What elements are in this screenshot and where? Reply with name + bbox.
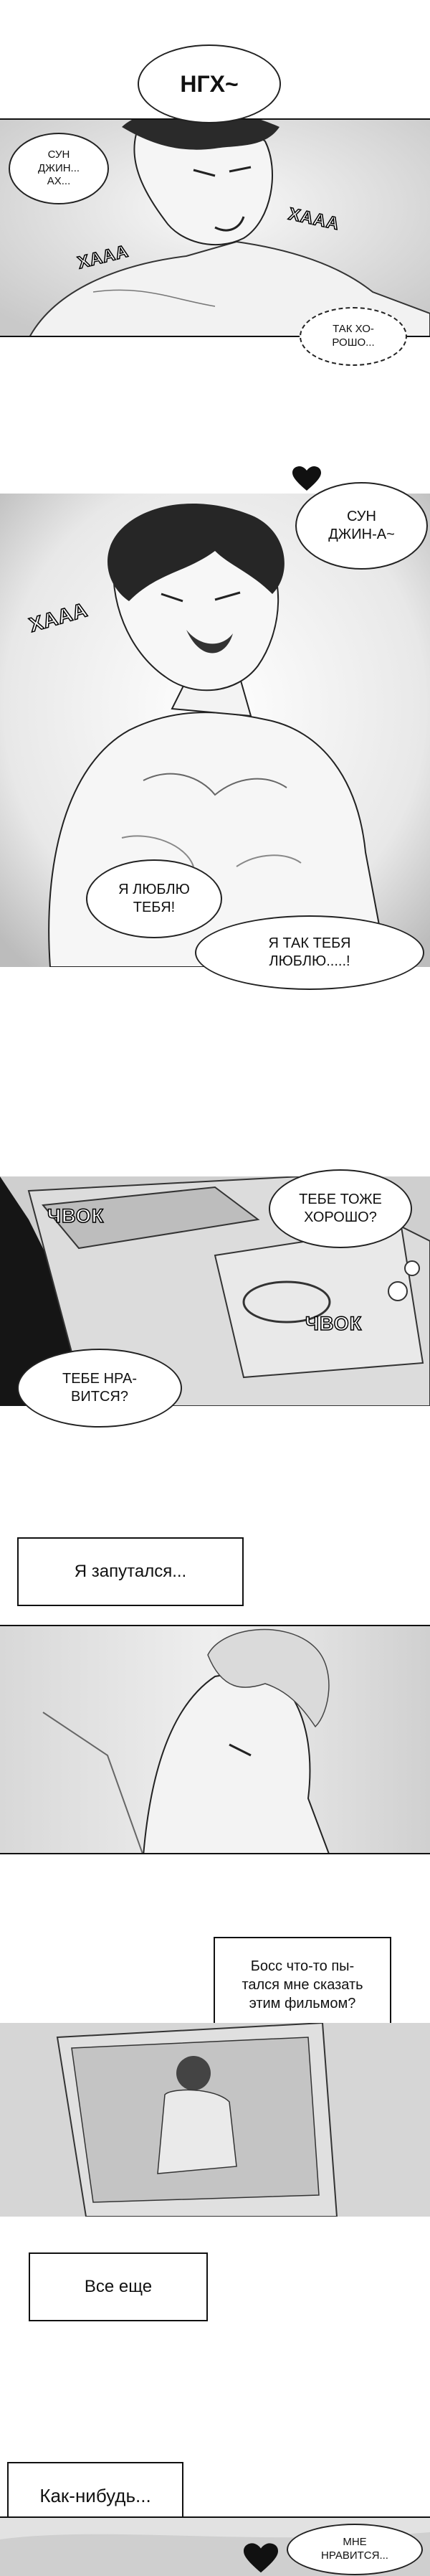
speech-bubble-ngh: НГХ~ <box>138 44 281 123</box>
speech-bubble-love-you: Я ЛЮБЛЮ ТЕБЯ! <box>86 859 222 938</box>
sfx-chvok-1: ЧВОК <box>47 1204 105 1227</box>
speech-bubble-sun-jin-ah-2: СУН ДЖИН-А~ <box>295 482 428 570</box>
caption-boss: Босс что-то пы- тался мне сказать этим ф… <box>214 1937 391 2033</box>
speech-bubble-i-like: МНЕ НРАВИТСЯ... <box>287 2524 423 2575</box>
panel-4 <box>0 1625 430 1854</box>
caption-still: Все еще <box>29 2252 208 2321</box>
heart-icon <box>244 2543 278 2573</box>
speech-bubble-so-good: ТАК ХО- РОШО... <box>300 307 407 366</box>
panel-4-art <box>0 1626 430 1853</box>
heart-icon <box>292 466 321 491</box>
speech-bubble-sun-jin-ah-1: СУН ДЖИН... АХ... <box>9 133 109 204</box>
sfx-chvok-2: ЧВОК <box>305 1312 363 1335</box>
caption-confused: Я запутался... <box>17 1537 244 1606</box>
panel-5-art <box>0 2023 430 2217</box>
speech-bubble-love-you-so: Я ТАК ТЕБЯ ЛЮБЛЮ.....! <box>195 915 424 990</box>
speech-bubble-you-like: ТЕБЕ НРА- ВИТСЯ? <box>17 1349 182 1428</box>
speech-bubble-you-too-good: ТЕБЕ ТОЖЕ ХОРОШО? <box>269 1169 412 1248</box>
panel-5 <box>0 2023 430 2217</box>
